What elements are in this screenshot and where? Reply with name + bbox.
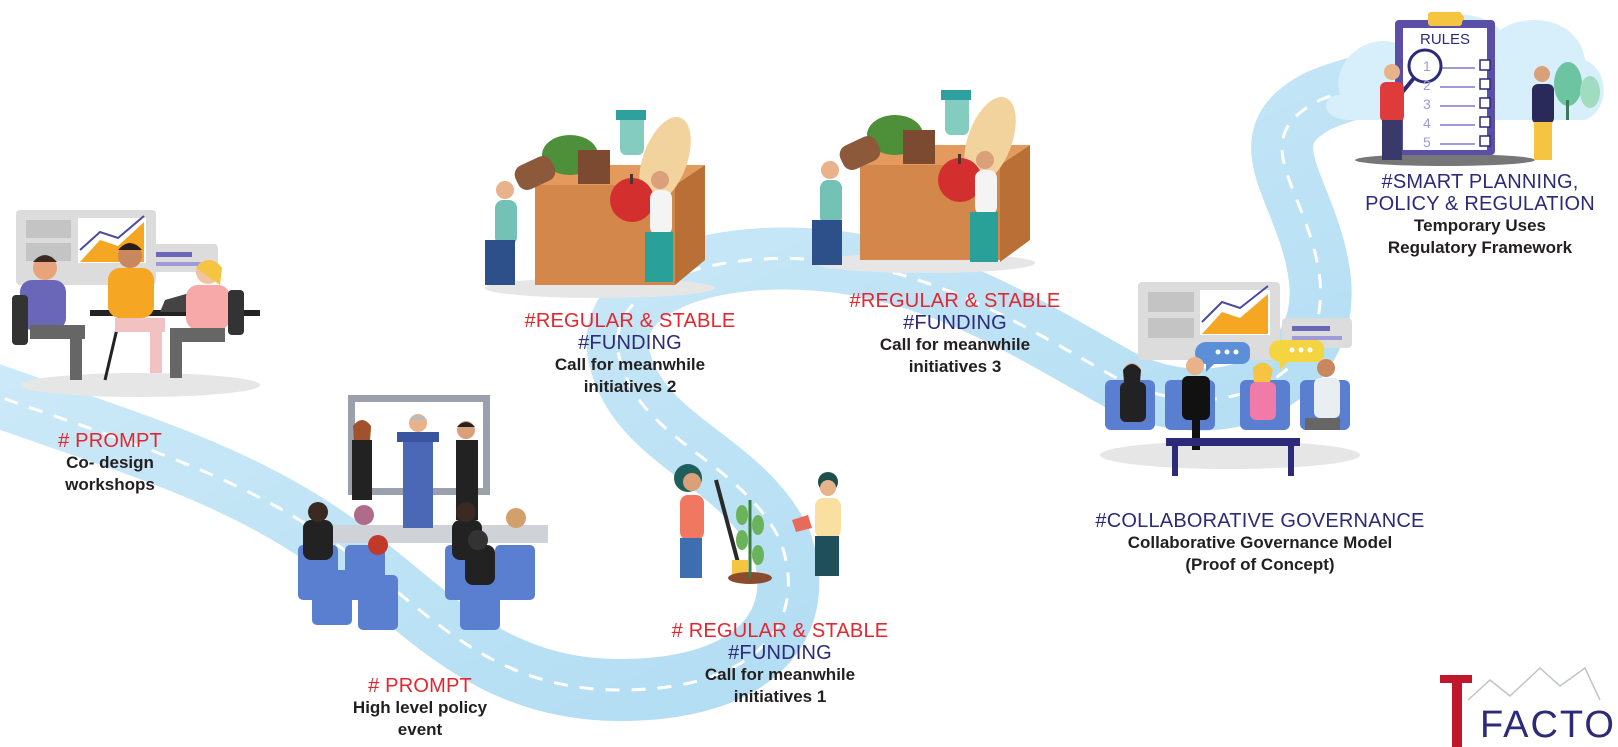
stage-tag: #FUNDING bbox=[728, 642, 832, 664]
stage-desc: Collaborative Governance Model bbox=[1127, 533, 1393, 552]
rules-number-5: 5 bbox=[1423, 134, 1431, 150]
rules-title: RULES bbox=[1419, 31, 1471, 48]
stage-prompt-policy: # PROMPT High level policy event bbox=[320, 675, 520, 741]
rules-number-3: 3 bbox=[1423, 96, 1431, 112]
ground-shadow bbox=[1100, 441, 1360, 469]
stage-prompt-workshops: # PROMPT Co- design workshops bbox=[20, 430, 200, 496]
logo-word: FACTO bbox=[1480, 705, 1616, 745]
stage-tag: #REGULAR & STABLE bbox=[849, 290, 1061, 312]
stage-desc: (Proof of Concept) bbox=[1185, 555, 1335, 574]
stage-funding-3: #REGULAR & STABLE #FUNDING Call for mean… bbox=[825, 290, 1085, 378]
stage-tag: # REGULAR & STABLE bbox=[671, 620, 889, 642]
stage-desc: Call for meanwhile bbox=[554, 355, 706, 374]
stage-desc: initiatives 1 bbox=[733, 687, 827, 706]
workshop-illustration bbox=[12, 210, 260, 381]
stage-desc: event bbox=[397, 720, 443, 739]
funding-box-illustration-2 bbox=[485, 110, 705, 285]
stage-planning: #SMART PLANNING, POLICY & REGULATION Tem… bbox=[1360, 171, 1600, 259]
stage-desc: initiatives 3 bbox=[908, 357, 1002, 376]
governance-illustration bbox=[1105, 282, 1352, 476]
stage-funding-1: # REGULAR & STABLE #FUNDING Call for mea… bbox=[650, 620, 910, 708]
rules-number-2: 2 bbox=[1423, 77, 1431, 93]
stage-desc: Call for meanwhile bbox=[704, 665, 856, 684]
planting-illustration bbox=[674, 464, 841, 584]
policy-event-illustration bbox=[298, 395, 548, 630]
stage-tag: #FUNDING bbox=[578, 332, 682, 354]
stage-desc: High level policy bbox=[352, 698, 488, 717]
stage-desc: workshops bbox=[65, 475, 155, 494]
stage-funding-2: #REGULAR & STABLE #FUNDING Call for mean… bbox=[500, 310, 760, 398]
stage-tag: POLICY & REGULATION bbox=[1365, 193, 1595, 215]
logo-mark bbox=[1440, 666, 1601, 747]
stage-tag: # PROMPT bbox=[368, 675, 472, 697]
stage-tag: #FUNDING bbox=[903, 312, 1007, 334]
stage-tag: #SMART PLANNING, bbox=[1381, 171, 1579, 193]
stage-tag: # PROMPT bbox=[58, 430, 162, 452]
road-dashes bbox=[0, 78, 1421, 692]
stage-tag: #COLLABORATIVE GOVERNANCE bbox=[1095, 510, 1425, 532]
stage-tag: #REGULAR & STABLE bbox=[524, 310, 736, 332]
stage-desc: Regulatory Framework bbox=[1387, 238, 1573, 257]
rules-number-4: 4 bbox=[1423, 115, 1431, 131]
funding-box-illustration-3 bbox=[812, 90, 1030, 265]
stage-desc: Co- design bbox=[66, 453, 154, 472]
rules-number-1: 1 bbox=[1423, 58, 1431, 74]
stage-governance: #COLLABORATIVE GOVERNANCE Collaborative … bbox=[1090, 510, 1430, 576]
stage-desc: initiatives 2 bbox=[583, 377, 677, 396]
rules-board-illustration bbox=[1380, 12, 1600, 160]
stage-desc: Call for meanwhile bbox=[879, 335, 1031, 354]
stage-desc: Temporary Uses bbox=[1414, 216, 1546, 235]
